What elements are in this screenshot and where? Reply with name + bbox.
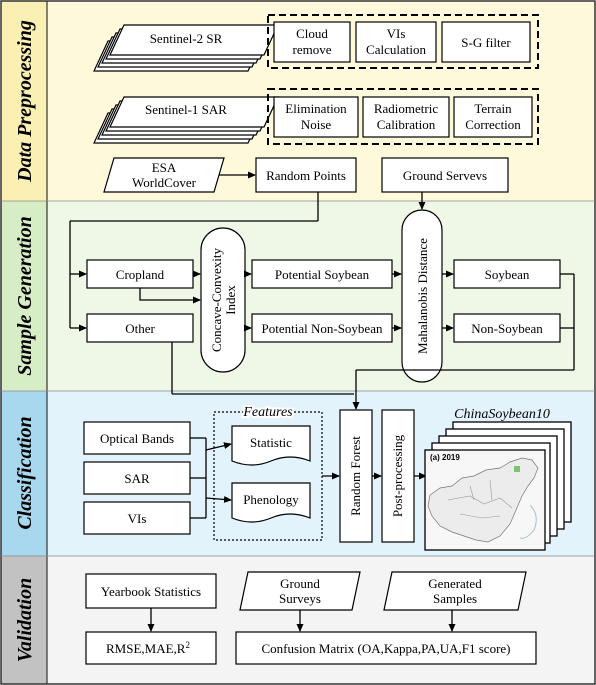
phenology-doc: Phenology bbox=[231, 482, 311, 523]
svg-text:SAR: SAR bbox=[124, 471, 150, 486]
soybean-box: Soybean bbox=[453, 259, 561, 289]
svg-text:Potential Soybean: Potential Soybean bbox=[275, 267, 370, 282]
sar-box: SAR bbox=[83, 461, 191, 495]
mahalanobis-capsule: Mahalanobis Distance bbox=[401, 209, 443, 383]
soybean-area-mark bbox=[514, 466, 520, 472]
s2-step-cloud: Cloud remove bbox=[273, 21, 351, 63]
svg-text:Non-Soybean: Non-Soybean bbox=[471, 321, 543, 336]
svg-text:Radiometric: Radiometric bbox=[374, 101, 438, 116]
s2-step-vis: VIs Calculation bbox=[355, 21, 437, 63]
sample-generation-panel bbox=[1, 201, 595, 391]
non-soybean-box: Non-Soybean bbox=[453, 313, 561, 343]
s2-steps-group bbox=[267, 14, 539, 69]
china-map-icon bbox=[427, 457, 539, 543]
map-year-label: (a) 2019 bbox=[430, 453, 460, 462]
yearbook-box: Yearbook Statistics bbox=[85, 573, 217, 609]
sample-connectors bbox=[69, 192, 575, 410]
sample-generation-bar bbox=[1, 201, 47, 391]
svg-text:remove: remove bbox=[293, 42, 332, 57]
svg-text:Samples: Samples bbox=[433, 591, 477, 606]
svg-text:Phenology: Phenology bbox=[243, 492, 299, 507]
svg-text:Terrain: Terrain bbox=[474, 101, 512, 116]
svg-text:Cropland: Cropland bbox=[116, 267, 165, 282]
svg-text:Ground: Ground bbox=[280, 576, 320, 591]
sentinel1-label: Sentinel-1 SAR bbox=[145, 102, 227, 117]
svg-text:Calculation: Calculation bbox=[366, 42, 426, 57]
random-points-box: Random Points bbox=[255, 157, 357, 193]
svg-text:Statistic: Statistic bbox=[250, 435, 292, 450]
metrics-box: RMSE,MAE,R2 bbox=[85, 631, 217, 665]
svg-text:Random Forest: Random Forest bbox=[348, 436, 363, 516]
potential-non-soybean-box: Potential Non-Soybean bbox=[251, 313, 393, 343]
s2-step-sg-filter: S-G filter bbox=[441, 21, 531, 63]
statistic-doc: Statistic bbox=[231, 425, 311, 466]
svg-text:Yearbook Statistics: Yearbook Statistics bbox=[101, 584, 201, 599]
svg-text:Soybean: Soybean bbox=[485, 267, 530, 282]
svg-text:Confusion Matrix (OA,Kappa,PA,: Confusion Matrix (OA,Kappa,PA,UA,F1 scor… bbox=[261, 641, 510, 656]
confusion-matrix-box: Confusion Matrix (OA,Kappa,PA,UA,F1 scor… bbox=[235, 631, 537, 665]
svg-text:Optical Bands: Optical Bands bbox=[100, 431, 174, 446]
ground-surveys-box: Ground Servevs bbox=[381, 157, 509, 193]
validation-generated-samples: Generated Samples bbox=[383, 571, 527, 611]
cropland-box: Cropland bbox=[86, 259, 194, 289]
stage-label-classification: Classification bbox=[14, 416, 36, 529]
svg-text:Index: Index bbox=[223, 285, 238, 315]
cci-capsule: Concave-Convexity Index bbox=[200, 227, 246, 373]
classification-connectors bbox=[190, 437, 427, 519]
preprocessing-bar bbox=[1, 1, 47, 201]
validation-ground-surveys: Ground Surveys bbox=[239, 571, 361, 611]
sentinel2-stack: Sentinel-2 SR bbox=[93, 24, 279, 72]
svg-text:VIs: VIs bbox=[387, 26, 406, 41]
svg-text:VIs: VIs bbox=[128, 511, 147, 526]
svg-text:Generated: Generated bbox=[428, 576, 482, 591]
svg-text:Calibration: Calibration bbox=[377, 117, 436, 132]
s1-step-terrain: Terrain Correction bbox=[453, 96, 533, 138]
svg-text:Potential Non-Soybean: Potential Non-Soybean bbox=[262, 321, 383, 336]
svg-text:Correction: Correction bbox=[465, 117, 521, 132]
validation-bar bbox=[1, 556, 47, 684]
svg-text:Surveys: Surveys bbox=[279, 591, 321, 606]
s1-step-noise: Elimination Noise bbox=[273, 96, 359, 138]
sentinel2-label: Sentinel-2 SR bbox=[150, 31, 223, 46]
svg-text:RMSE,MAE,R2: RMSE,MAE,R2 bbox=[106, 640, 190, 656]
classification-bar bbox=[1, 391, 47, 556]
svg-text:Other: Other bbox=[125, 321, 155, 336]
vis-box: VIs bbox=[83, 501, 191, 535]
svg-text:Cloud: Cloud bbox=[296, 26, 328, 41]
map-stack: (a) 2019 bbox=[424, 421, 572, 551]
svg-text:Elimination: Elimination bbox=[285, 101, 347, 116]
product-title: ChinaSoybean10 bbox=[454, 407, 550, 422]
features-title: Features bbox=[242, 405, 293, 420]
validation-connectors bbox=[147, 608, 456, 632]
svg-text:Post-processing: Post-processing bbox=[390, 434, 405, 517]
stage-label-sample-generation: Sample Generation bbox=[14, 216, 36, 375]
svg-text:Random Points: Random Points bbox=[266, 168, 346, 183]
optical-bands-box: Optical Bands bbox=[83, 421, 191, 455]
svg-text:ESA: ESA bbox=[152, 160, 177, 175]
svg-text:Mahalanobis Distance: Mahalanobis Distance bbox=[415, 238, 430, 354]
potential-soybean-box: Potential Soybean bbox=[251, 259, 393, 289]
stage-label-validation: Validation bbox=[14, 578, 36, 662]
svg-text:Ground Servevs: Ground Servevs bbox=[403, 168, 487, 183]
worldcover-box: ESA WorldCover bbox=[103, 157, 225, 193]
stage-label-preprocessing: Data Preprocessing bbox=[14, 20, 36, 183]
svg-text:S-G filter: S-G filter bbox=[461, 35, 511, 50]
svg-text:WorldCover: WorldCover bbox=[132, 175, 197, 190]
svg-text:Noise: Noise bbox=[301, 117, 332, 132]
random-forest-box: Random Forest bbox=[339, 409, 373, 543]
post-processing-box: Post-processing bbox=[381, 409, 415, 543]
svg-text:Concave-Convexity: Concave-Convexity bbox=[209, 248, 224, 352]
s1-steps-group bbox=[267, 88, 539, 145]
other-box: Other bbox=[86, 313, 194, 343]
s1-step-radiometric: Radiometric Calibration bbox=[362, 96, 450, 138]
sentinel1-stack: Sentinel-1 SAR bbox=[93, 96, 279, 144]
